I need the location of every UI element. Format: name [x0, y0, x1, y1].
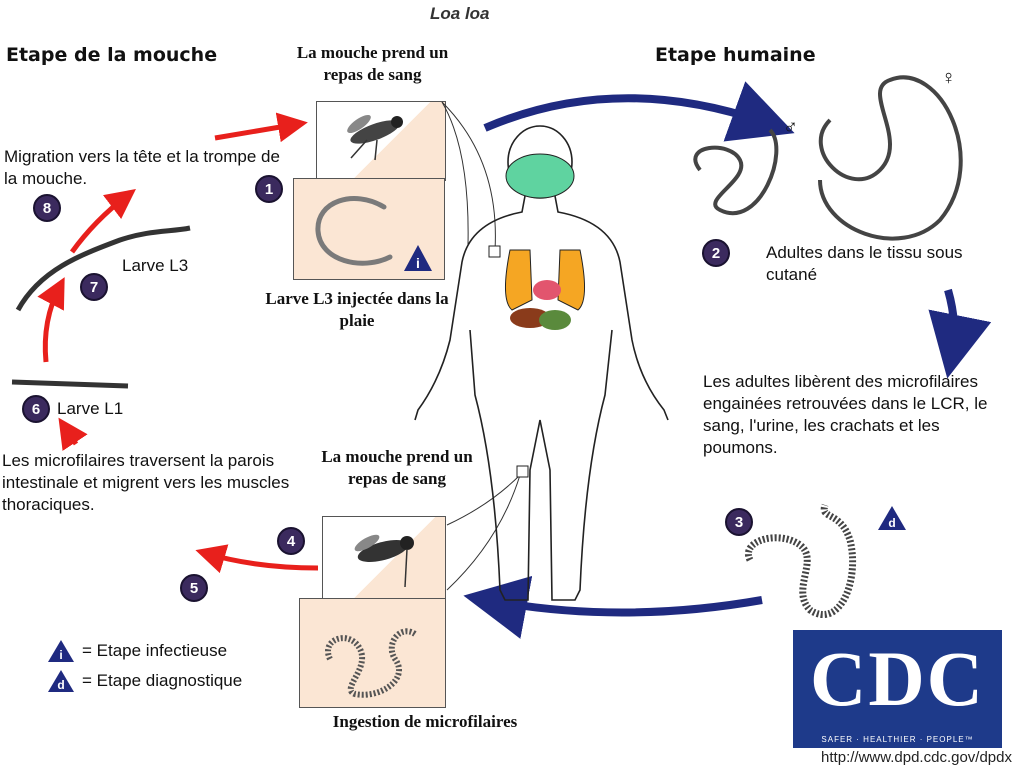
infective-stage-icon: i: [48, 640, 74, 662]
human-body-figure: [414, 125, 669, 601]
l3-injected-caption: Larve L3 injectée dans la plaie: [265, 289, 449, 330]
step-badge-5: 5: [180, 574, 208, 602]
brain-organ: [505, 153, 575, 199]
legend-infective-label: = Etape infectieuse: [82, 641, 228, 660]
legend: i = Etape infectieuse d = Etape diagnost…: [46, 638, 242, 694]
l1-larva-worm: [11, 379, 129, 389]
fly-cycle-arrow-8: [69, 188, 136, 254]
l3-larva-curl-icon: [315, 196, 393, 266]
heart-organ: [533, 280, 561, 300]
diagnostic-stage-icon: d: [878, 506, 906, 530]
step-badge-7: 7: [80, 273, 108, 301]
male-worm: [693, 128, 779, 215]
ingested-microfilariae-panel: [299, 598, 446, 708]
svg-text:i: i: [59, 648, 62, 662]
skin-site-marker-top: [488, 245, 501, 258]
cdc-logo-text: CDC: [810, 635, 985, 722]
human-cycle-arrow-right: [928, 288, 992, 379]
adults-release-text: Les adultes libèrent des microfilaires e…: [703, 372, 988, 457]
liver-organ: [510, 308, 550, 328]
female-worm: [818, 75, 963, 241]
diagnostic-stage-icon: d: [48, 670, 74, 692]
diagram-title: Loa loa: [430, 4, 490, 23]
l3-larva-panel: i: [293, 178, 445, 280]
female-symbol: ♀: [941, 67, 956, 89]
fly-meal-caption-bottom: La mouche prend un repas de sang: [321, 447, 473, 488]
fly-feeding-panel-bottom: [322, 516, 446, 600]
infective-stage-icon: i: [404, 245, 432, 271]
step-badge-4: 4: [277, 527, 305, 555]
step-badge-8: 8: [33, 194, 61, 222]
fly-stage-header: Etape de la mouche: [6, 44, 218, 66]
lungs-organ: [504, 249, 586, 311]
source-url[interactable]: http://www.dpd.cdc.gov/dpdx: [821, 749, 1012, 766]
human-cycle-arrow-top: [483, 81, 795, 142]
microfilariae-cross-text: Les microfilaires traversent la parois i…: [2, 451, 290, 514]
legend-diagnostic-label: = Etape diagnostique: [82, 671, 243, 690]
ingestion-caption: Ingestion de microfilaires: [332, 712, 518, 731]
fly-meal-caption-top: La mouche prend un repas de sang: [296, 43, 449, 84]
human-cycle-arrow-bottom: [463, 575, 763, 639]
svg-text:d: d: [888, 516, 895, 530]
larva-l3-label: Larve L3: [122, 256, 189, 275]
intestine-organ: [539, 310, 571, 330]
fly-cycle-arrow-1: [214, 112, 308, 143]
fly-cycle-arrow-7: [37, 277, 65, 363]
step-badge-3: 3: [725, 508, 753, 536]
larva-l1-label: Larve L1: [57, 399, 124, 418]
fly-cycle-arrow-5: [195, 544, 319, 574]
human-stage-header: Etape humaine: [655, 44, 816, 66]
male-symbol: ♂: [783, 116, 798, 138]
fly-cycle-arrow-6: [58, 417, 88, 451]
legend-diagnostic-row: d = Etape diagnostique: [46, 668, 242, 694]
skin-site-marker-bottom: [516, 465, 529, 478]
cdc-logo-tagline: SAFER · HEALTHIER · PEOPLE™: [821, 735, 974, 744]
svg-text:i: i: [416, 255, 420, 271]
fly-icon: [347, 114, 403, 161]
microfilariae-icon: [325, 628, 417, 698]
migration-text: Migration vers la tête et la trompe de l…: [4, 147, 280, 188]
fly-feeding-panel-top: [316, 101, 446, 181]
step-badge-6: 6: [22, 395, 50, 423]
fly-icon-bottom: [354, 534, 414, 588]
legend-infective-row: i = Etape infectieuse: [46, 638, 242, 664]
cdc-logo: CDC SAFER · HEALTHIER · PEOPLE™: [793, 630, 1002, 748]
step-badge-1: 1: [255, 175, 283, 203]
sheathed-microfilaria: [744, 503, 857, 619]
step-badge-2: 2: [702, 239, 730, 267]
adults-tissue-text: Adultes dans le tissu sous cutané: [766, 243, 963, 284]
svg-text:d: d: [57, 678, 64, 692]
